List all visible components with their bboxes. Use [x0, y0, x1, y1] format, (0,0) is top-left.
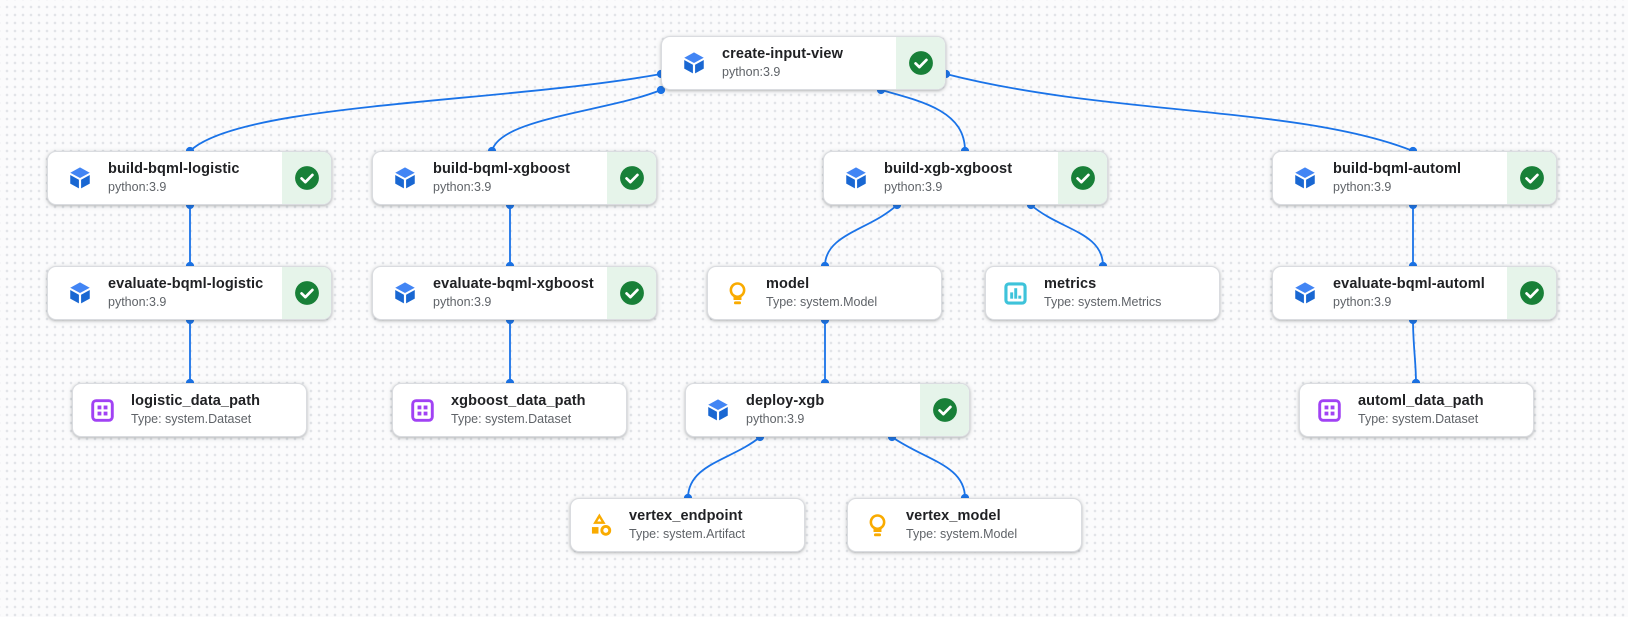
- status-section: [1507, 267, 1556, 319]
- node-subtitle: Type: system.Metrics: [1044, 295, 1162, 309]
- task-node-evaluate-bqml-automl[interactable]: evaluate-bqml-automl python:3.9: [1272, 266, 1557, 320]
- node-subtitle: python:3.9: [722, 65, 781, 79]
- node-subtitle: python:3.9: [746, 412, 805, 426]
- component-cube-icon: [704, 397, 731, 424]
- status-section: [1058, 152, 1107, 204]
- task-node-build-bqml-xgboost[interactable]: build-bqml-xgboost python:3.9: [372, 151, 657, 205]
- node-subtitle: python:3.9: [433, 295, 492, 309]
- node-subtitle: python:3.9: [884, 180, 943, 194]
- node-title: create-input-view: [722, 46, 843, 62]
- artifact-shapes-icon: [587, 512, 614, 539]
- model-lightbulb-icon: [724, 280, 751, 307]
- node-title: model: [766, 276, 810, 292]
- node-title: metrics: [1044, 276, 1097, 292]
- edge-create-input-view-to-build-bqml-xgboost: [491, 89, 662, 152]
- success-check-icon: [932, 397, 958, 423]
- success-check-icon: [1519, 165, 1545, 191]
- node-title: xgboost_data_path: [451, 393, 586, 409]
- edge-evaluate-bqml-automl-to-automl_data_path: [1412, 319, 1417, 384]
- component-cube-icon: [66, 165, 93, 192]
- status-section: [607, 267, 656, 319]
- node-title: evaluate-bqml-logistic: [108, 276, 264, 292]
- node-title: vertex_model: [906, 508, 1001, 524]
- node-subtitle: Type: system.Model: [906, 527, 1018, 541]
- component-cube-icon: [1291, 165, 1318, 192]
- node-subtitle: Type: system.Dataset: [451, 412, 572, 426]
- dataset-grid-icon: [89, 397, 116, 424]
- component-cube-icon: [66, 280, 93, 307]
- node-subtitle: Type: system.Dataset: [131, 412, 252, 426]
- component-cube-icon: [1291, 280, 1318, 307]
- status-section: [282, 267, 331, 319]
- task-node-deploy-xgb[interactable]: deploy-xgb python:3.9: [685, 383, 970, 437]
- task-node-build-xgb-xgboost[interactable]: build-xgb-xgboost python:3.9: [823, 151, 1108, 205]
- edge-create-input-view-to-build-bqml-logistic: [189, 73, 662, 152]
- node-subtitle: python:3.9: [108, 180, 167, 194]
- success-check-icon: [1519, 280, 1545, 306]
- node-subtitle: Type: system.Dataset: [1358, 412, 1479, 426]
- success-check-icon: [619, 280, 645, 306]
- task-node-create-input-view[interactable]: create-input-view python:3.9: [661, 36, 946, 90]
- success-check-icon: [294, 165, 320, 191]
- edge-deploy-xgb-to-vertex_model: [891, 436, 966, 499]
- metrics-chart-icon: [1002, 280, 1029, 307]
- node-title: evaluate-bqml-automl: [1333, 276, 1485, 292]
- task-node-build-bqml-logistic[interactable]: build-bqml-logistic python:3.9: [47, 151, 332, 205]
- model-lightbulb-icon: [864, 512, 891, 539]
- node-title: build-bqml-xgboost: [433, 161, 571, 177]
- status-section: [1507, 152, 1556, 204]
- status-section: [607, 152, 656, 204]
- success-check-icon: [619, 165, 645, 191]
- node-subtitle: Type: system.Artifact: [629, 527, 746, 541]
- node-title: deploy-xgb: [746, 393, 825, 409]
- edge-start-dot: [656, 85, 666, 95]
- node-subtitle: Type: system.Model: [766, 295, 878, 309]
- edge-build-xgb-xgboost-to-model: [824, 204, 898, 267]
- success-check-icon: [294, 280, 320, 306]
- node-subtitle: python:3.9: [433, 180, 492, 194]
- node-title: automl_data_path: [1358, 393, 1484, 409]
- task-node-evaluate-bqml-logistic[interactable]: evaluate-bqml-logistic python:3.9: [47, 266, 332, 320]
- component-cube-icon: [391, 165, 418, 192]
- task-node-build-bqml-automl[interactable]: build-bqml-automl python:3.9: [1272, 151, 1557, 205]
- task-node-evaluate-bqml-xgboost[interactable]: evaluate-bqml-xgboost python:3.9: [372, 266, 657, 320]
- node-title: vertex_endpoint: [629, 508, 743, 524]
- dataset-grid-icon: [1316, 397, 1343, 424]
- status-section: [920, 384, 969, 436]
- edge-create-input-view-to-build-bqml-automl: [945, 73, 1414, 152]
- success-check-icon: [908, 50, 934, 76]
- node-title: logistic_data_path: [131, 393, 261, 409]
- node-title: evaluate-bqml-xgboost: [433, 276, 594, 292]
- node-subtitle: python:3.9: [108, 295, 167, 309]
- edge-deploy-xgb-to-vertex_endpoint: [687, 436, 761, 499]
- node-title: build-xgb-xgboost: [884, 161, 1013, 177]
- node-title: build-bqml-automl: [1333, 161, 1462, 177]
- dataset-grid-icon: [409, 397, 436, 424]
- node-title: build-bqml-logistic: [108, 161, 240, 177]
- component-cube-icon: [680, 50, 707, 77]
- status-section: [282, 152, 331, 204]
- component-cube-icon: [842, 165, 869, 192]
- node-subtitle: python:3.9: [1333, 295, 1392, 309]
- node-subtitle: python:3.9: [1333, 180, 1392, 194]
- status-section: [896, 37, 945, 89]
- edge-build-xgb-xgboost-to-metrics: [1030, 204, 1104, 267]
- edge-create-input-view-to-build-xgb-xgboost: [880, 89, 966, 152]
- component-cube-icon: [391, 280, 418, 307]
- success-check-icon: [1070, 165, 1096, 191]
